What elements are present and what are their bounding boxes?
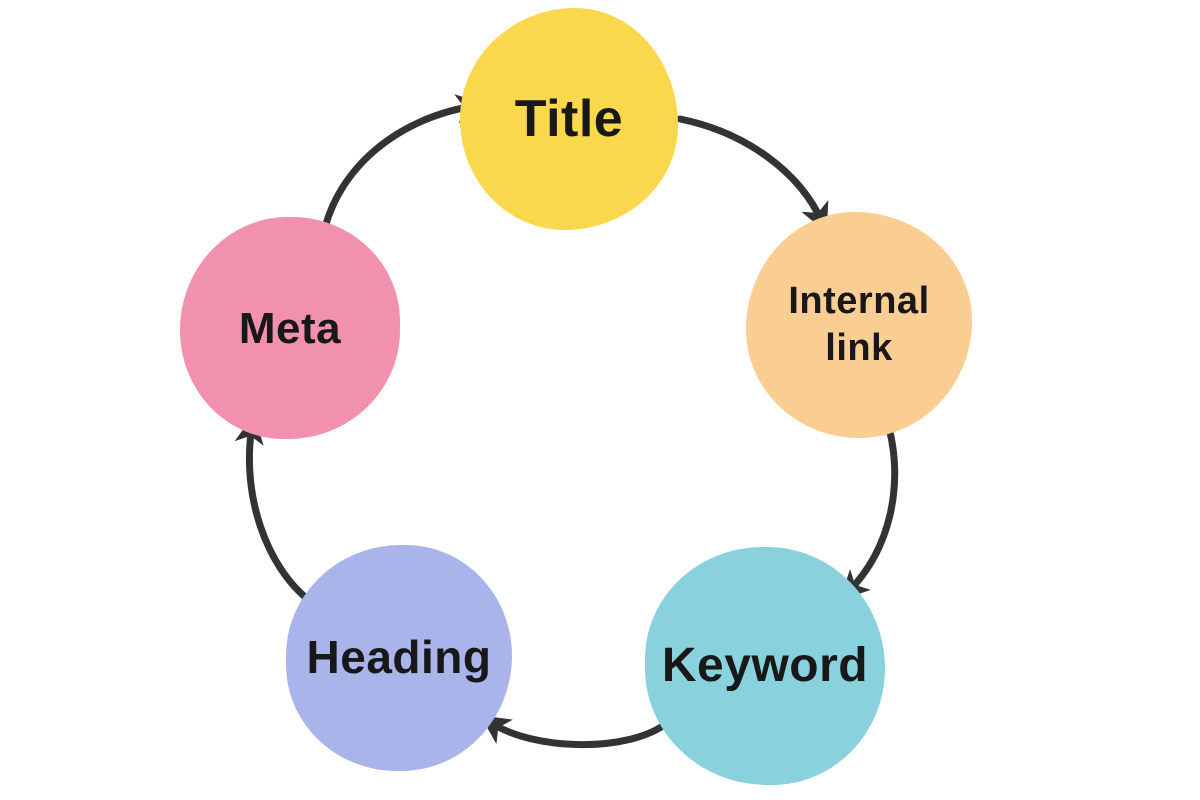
node-keyword-label: Keyword [661, 639, 869, 692]
node-meta: Meta [180, 217, 400, 439]
node-heading: Heading [286, 545, 512, 771]
node-meta-label: Meta [238, 303, 342, 353]
node-title-label: Title [514, 89, 624, 148]
node-heading-label: Heading [306, 631, 492, 684]
arrow-meta-to-title [319, 94, 486, 240]
node-internal-link-label: Internal link [788, 279, 930, 370]
arrow-internal-link-to-keyword [839, 424, 899, 601]
node-keyword: Keyword [645, 547, 885, 785]
node-internal-link: Internal link [746, 212, 972, 438]
arrow-title-to-internal-link [676, 115, 829, 233]
node-title: Title [460, 8, 678, 230]
arrow-keyword-to-heading [480, 715, 671, 749]
arrow-heading-to-meta [234, 414, 314, 605]
